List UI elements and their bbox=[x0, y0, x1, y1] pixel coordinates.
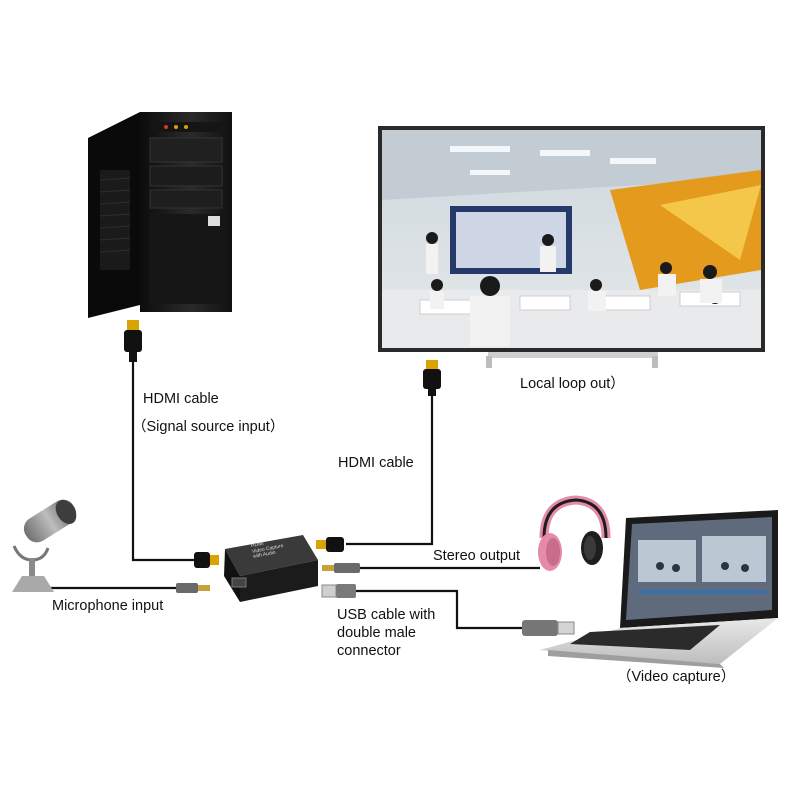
stereo-output-label: Stereo output bbox=[433, 548, 521, 564]
usb-cable-label-line2: double male bbox=[337, 625, 416, 641]
pc-tower-icon bbox=[88, 112, 232, 318]
usb-plug-icon bbox=[321, 584, 356, 598]
hdmi-plug-icon bbox=[124, 320, 142, 362]
hdmi-source-label: HDMI cable bbox=[143, 391, 219, 407]
hdmi-source-cable bbox=[131, 360, 196, 562]
usb-cable-label-line3: connector bbox=[337, 643, 401, 659]
audio-jack-icon bbox=[176, 583, 210, 593]
video-capture-label: （Video capture） bbox=[617, 669, 736, 685]
audio-jack-icon bbox=[322, 563, 360, 573]
laptop-icon bbox=[540, 510, 778, 668]
hdmi-loop-label: HDMI cable bbox=[338, 455, 414, 471]
signal-source-label: （Signal source input） bbox=[132, 419, 285, 435]
headphones-icon bbox=[538, 495, 611, 571]
hdmi-plug-icon bbox=[423, 360, 441, 396]
hdmi-loop-cable bbox=[346, 390, 434, 546]
capture-device-icon bbox=[224, 535, 318, 602]
tv-monitor-icon bbox=[378, 126, 765, 368]
usb-cable-label-line1: USB cable with bbox=[337, 607, 436, 623]
hdmi-plug-icon bbox=[316, 537, 344, 552]
microphone-input-label: Microphone input bbox=[52, 598, 164, 614]
usb-plug-icon bbox=[522, 620, 575, 636]
cables bbox=[44, 360, 540, 630]
hdmi-plug-icon bbox=[194, 552, 219, 568]
local-loop-label: Local loop out） bbox=[520, 376, 625, 392]
usb-cable bbox=[355, 589, 522, 630]
microphone-icon bbox=[12, 499, 77, 592]
